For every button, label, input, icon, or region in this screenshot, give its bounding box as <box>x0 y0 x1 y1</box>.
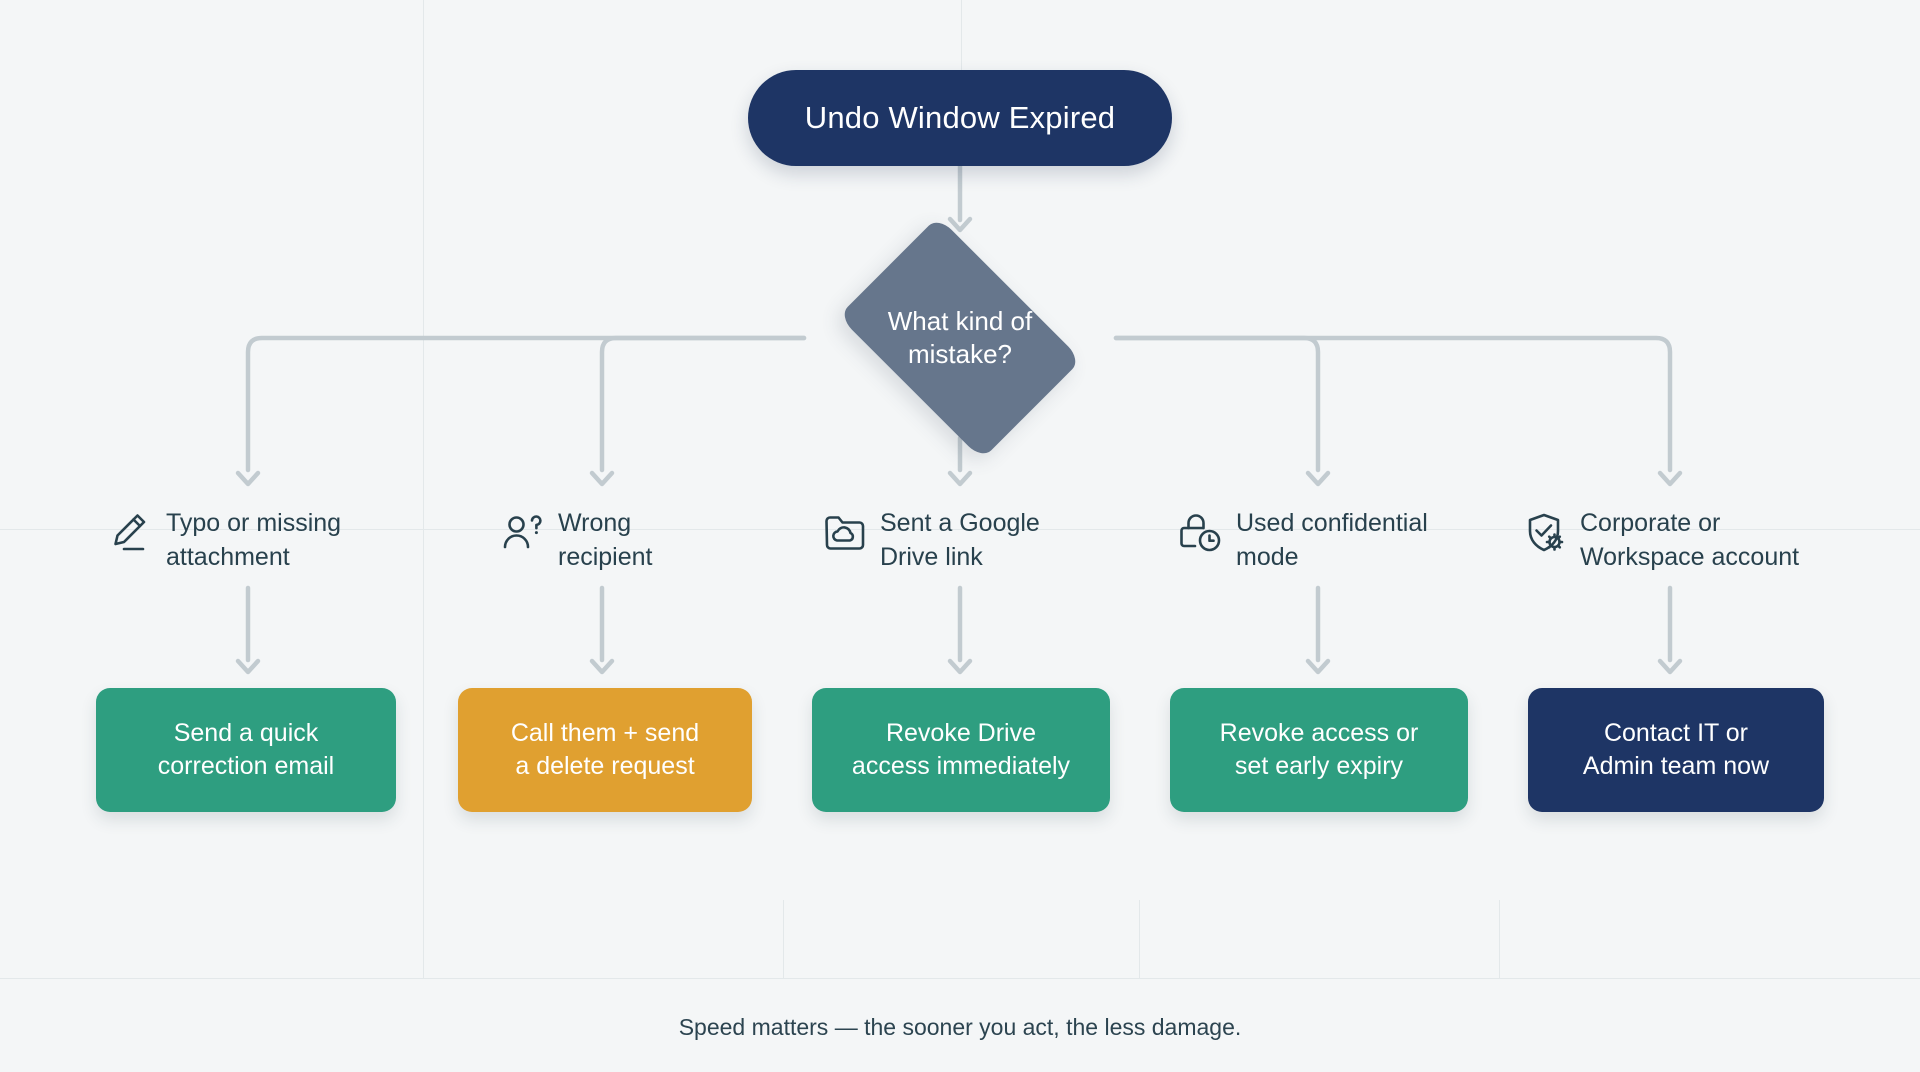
branch-label: Typo or missing attachment <box>166 509 342 571</box>
branch-sent-a-google-drive-link[interactable]: Sent a Google Drive link <box>822 505 1040 574</box>
shield-check-gear-icon <box>1522 507 1568 559</box>
folder-cloud-icon <box>822 507 868 559</box>
action-box-revoke-drive-access-immediately[interactable]: Revoke Drive access immediately <box>812 688 1110 812</box>
action-box-label: Revoke access or set early expiry <box>1219 718 1419 781</box>
branch-label: Corporate or Workspace account <box>1580 509 1800 571</box>
person-question-icon <box>500 507 546 559</box>
root-node-label: Undo Window Expired <box>804 100 1116 135</box>
action-box-label: Call them + send a delete request <box>510 718 700 781</box>
branch-label: Sent a Google Drive link <box>880 509 1040 571</box>
lock-clock-icon <box>1178 507 1224 559</box>
footer-note: Speed matters — the sooner you act, the … <box>678 1014 1242 1040</box>
action-box-label: Send a quick correction email <box>157 718 335 781</box>
action-box-call-them-send-a-delete-request[interactable]: Call them + send a delete request <box>458 688 752 812</box>
branch-label: Wrong recipient <box>558 509 653 571</box>
decision-node-label: What kind of mistake? <box>887 305 1033 369</box>
branch-used-confidential-mode[interactable]: Used confidential mode <box>1178 505 1428 574</box>
pencil-edit-icon <box>108 507 154 559</box>
branch-corporate-or-workspace-account[interactable]: Corporate or Workspace account <box>1522 505 1799 574</box>
root-node-undo-window-expired[interactable]: Undo Window Expired <box>748 70 1172 166</box>
action-box-contact-it-or-admin-team-now[interactable]: Contact IT or Admin team now <box>1528 688 1824 812</box>
action-box-send-a-quick-correction-email[interactable]: Send a quick correction email <box>96 688 396 812</box>
branch-typo-or-missing-attachment[interactable]: Typo or missing attachment <box>108 505 341 574</box>
decision-node-what-kind-of-mistake[interactable]: What kind of mistake? <box>802 216 1118 460</box>
action-box-label: Contact IT or Admin team now <box>1582 718 1770 781</box>
branch-wrong-recipient[interactable]: Wrong recipient <box>500 505 653 574</box>
action-box-label: Revoke Drive access immediately <box>851 718 1071 781</box>
action-box-revoke-access-or-set-early-expiry[interactable]: Revoke access or set early expiry <box>1170 688 1468 812</box>
branch-label: Used confidential mode <box>1236 509 1428 571</box>
